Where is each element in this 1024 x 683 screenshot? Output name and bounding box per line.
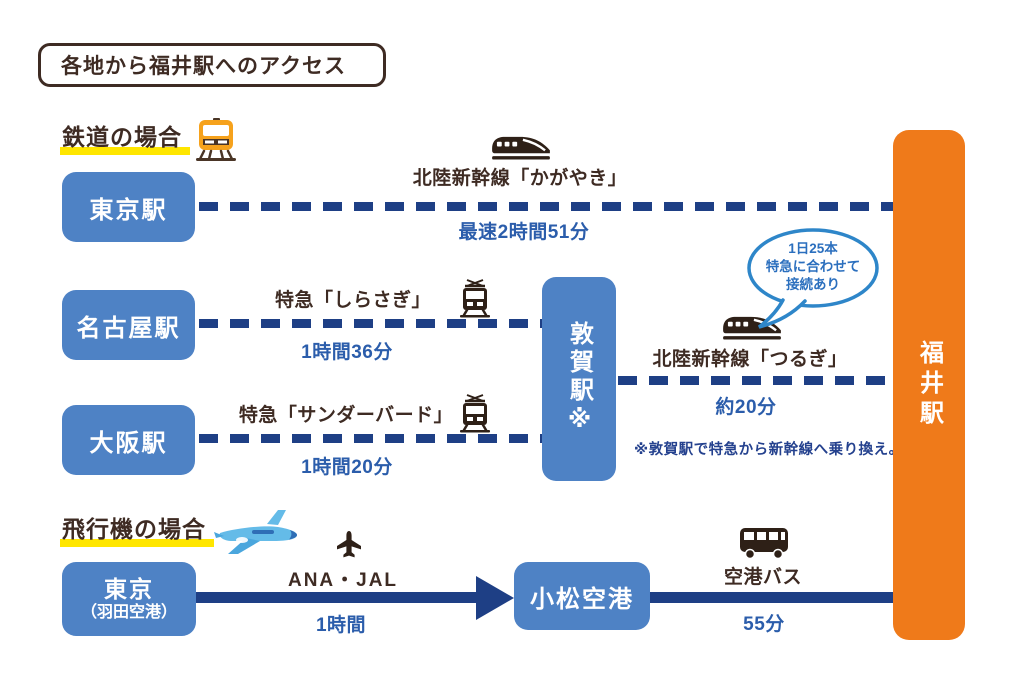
airplane-small-icon: [336, 529, 362, 561]
route-time-kagayaki: 最速2時間51分: [458, 222, 590, 243]
route-label-kagayaki: 北陸新幹線「かがやき」: [412, 168, 628, 189]
rail-section-label: 鉄道の場合: [60, 118, 190, 155]
limited-express-train-icon: [458, 278, 492, 318]
station-box-tokyo: 東京駅: [62, 172, 195, 242]
bubble-line-2: 特急に合わせて: [765, 259, 861, 275]
route-time-tsurugi: 約20分: [715, 397, 777, 418]
station-box-haneda: 東京 （羽田空港）: [62, 562, 196, 636]
station-label-tsuruga: 敦賀駅※: [565, 321, 593, 437]
route-line-tsurugi: [618, 376, 893, 385]
airplane-icon: [212, 506, 300, 558]
bubble-line-3: 接続あり: [786, 277, 840, 293]
route-line-shirasagi: [199, 319, 545, 328]
page-title-text: 各地から福井駅へのアクセス: [61, 55, 346, 78]
route-label-tsurugi: 北陸新幹線「つるぎ」: [652, 349, 848, 370]
route-label-thunderbird: 特急「サンダーバード」: [238, 405, 454, 426]
page-title: 各地から福井駅へのアクセス: [38, 43, 386, 87]
limited-express-train-icon: [458, 393, 492, 433]
bubble-line-1: 1日25本: [788, 241, 838, 256]
route-line-kagayaki: [199, 202, 893, 211]
station-label-haneda-line2: （羽田空港）: [80, 604, 177, 622]
connection-speech-bubble: 1日25本 特急に合わせて 接続あり: [745, 227, 885, 332]
station-label-komatsu: 小松空港: [530, 585, 634, 613]
route-label-bus: 空港バス: [723, 567, 802, 588]
station-box-nagoya: 名古屋駅: [62, 290, 195, 360]
route-line-bus: [650, 592, 893, 603]
route-line-thunderbird: [199, 434, 545, 443]
station-label-osaka: 大阪駅: [89, 429, 168, 457]
flight-arrow-head: [476, 576, 514, 620]
route-time-flight: 1時間: [315, 615, 367, 636]
station-label-haneda-line1: 東京: [104, 575, 154, 602]
route-line-flight: [196, 592, 478, 603]
bus-icon: [739, 527, 789, 560]
station-box-komatsu: 小松空港: [514, 562, 650, 630]
train-front-icon: [194, 118, 238, 162]
route-time-thunderbird: 1時間20分: [301, 457, 393, 478]
route-time-shirasagi: 1時間36分: [301, 342, 393, 363]
air-section-header: 飛行機の場合: [60, 510, 214, 547]
rail-section-header: 鉄道の場合: [60, 118, 190, 155]
air-section-label: 飛行機の場合: [60, 510, 214, 547]
station-label-fukui: 福井駅: [915, 340, 943, 430]
route-time-bus: 55分: [743, 614, 785, 635]
station-box-osaka: 大阪駅: [62, 405, 195, 475]
shinkansen-icon: [490, 134, 552, 160]
route-label-shirasagi: 特急「しらさぎ」: [274, 290, 431, 311]
transfer-note: ※敦賀駅で特急から新幹線へ乗り換え。: [634, 442, 904, 458]
station-label-nagoya: 名古屋駅: [76, 314, 181, 342]
station-box-tsuruga: 敦賀駅※: [542, 277, 616, 481]
station-box-fukui: 福井駅: [893, 130, 965, 640]
station-label-tokyo: 東京駅: [89, 196, 168, 224]
route-label-flight: ANA・JAL: [287, 570, 399, 591]
